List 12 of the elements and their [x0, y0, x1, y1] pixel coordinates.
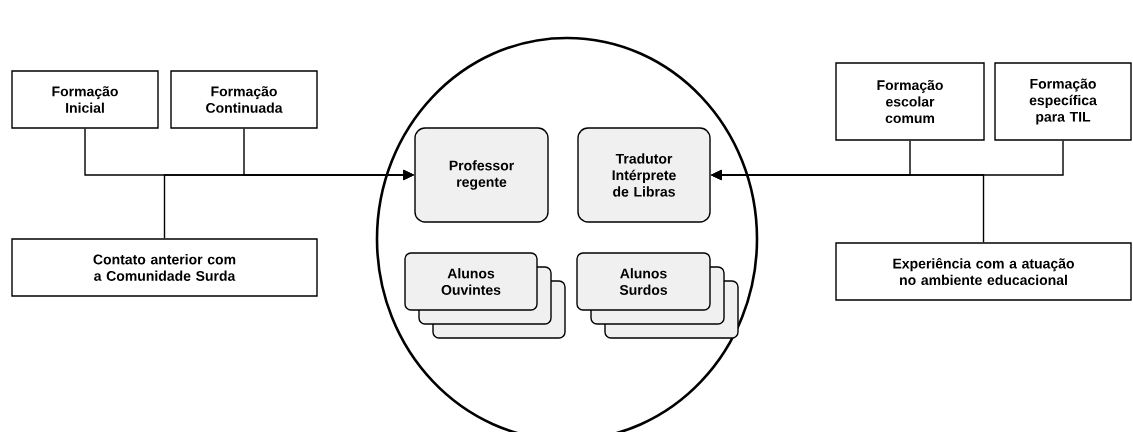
text-box: Formação Inicial	[11, 70, 159, 129]
role-box: Professor regente	[414, 127, 549, 223]
text-box: Experiência com a atuação no ambiente educacional	[835, 242, 1132, 301]
node-label: Alunos	[447, 268, 495, 279]
text-box: Formação escolar comum	[835, 62, 985, 141]
stacked-cards: Alunos Surdos	[576, 252, 739, 339]
role-box: Tradutor Intérprete de Libras	[577, 127, 711, 223]
text-box: Formação Continuada	[170, 70, 318, 129]
stacked-cards: Alunos Ouvintes	[404, 252, 566, 339]
node-label: Alunos	[620, 268, 667, 279]
text-box: Contato anterior com a Comunidade Surda	[11, 238, 318, 297]
text-box: Formação específica para TIL	[994, 62, 1132, 141]
